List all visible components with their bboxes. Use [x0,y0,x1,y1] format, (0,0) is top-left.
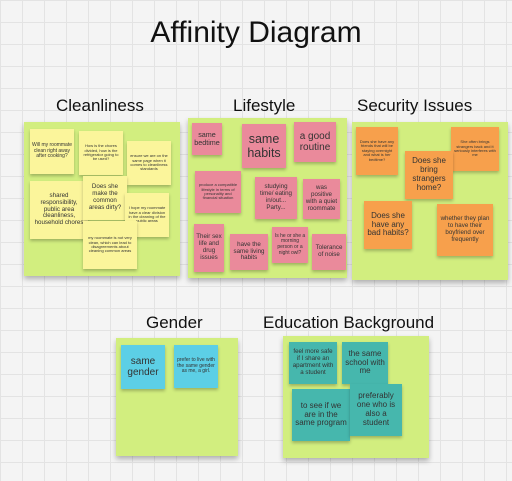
group-title-cleanliness: Cleanliness [56,96,144,115]
sticky-note[interactable]: to see if we are in the same program [292,389,350,441]
page-title: Affinity Diagram [150,16,362,49]
sticky-note[interactable]: She often brings strangers back and it s… [451,127,499,171]
sticky-note[interactable]: Does she have any bad habits? [364,201,412,249]
sticky-note[interactable]: same bedtime [192,123,222,155]
sticky-note[interactable]: produce a compatible lifestyle in terms … [195,171,241,213]
group-title-education: Education Background [263,313,435,332]
sticky-note[interactable]: Does she make the common areas dirty? [83,176,127,220]
group-title-lifestyle: Lifestyle [233,96,296,115]
group-title-security: Security Issues [357,96,473,115]
sticky-note[interactable]: shared responsibility, public area clean… [30,181,88,239]
sticky-note[interactable]: whether they plan to have their boyfrien… [437,204,493,256]
sticky-note[interactable]: Will my roommate clean right away after … [30,129,74,174]
sticky-note[interactable]: my roommate is not very clean, which can… [83,221,137,269]
sticky-note[interactable]: was positive with a quiet roommate [303,179,340,219]
sticky-note[interactable]: feel more safe if I share an apartment w… [289,342,337,384]
sticky-note[interactable]: same habits [242,124,286,168]
sticky-note[interactable]: Their sex life and drug issues [194,224,224,272]
sticky-note[interactable]: the same school with me [342,342,388,384]
sticky-note[interactable]: same gender [121,345,165,389]
sticky-note[interactable]: ensure we are on the same page when it c… [127,141,171,185]
sticky-note[interactable]: Tolerance of noise [312,234,346,270]
group-title-gender: Gender [146,313,203,332]
sticky-note[interactable]: Does she bring strangers home? [405,151,453,199]
sticky-note[interactable]: a good routine [294,122,336,162]
sticky-note[interactable]: prefer to live with the same gender as m… [174,345,218,388]
sticky-note[interactable]: preferably one who is also a student [350,384,402,436]
sticky-note[interactable]: have the same living habits [230,234,268,270]
sticky-note[interactable]: studying time/ eating in/out... Party... [255,177,297,219]
sticky-note[interactable]: How is the chores divided, how is the re… [79,131,123,175]
sticky-note[interactable]: Is he or she a morning person or a night… [272,227,308,263]
sticky-note[interactable]: Does she have any friends that will be s… [356,127,398,175]
